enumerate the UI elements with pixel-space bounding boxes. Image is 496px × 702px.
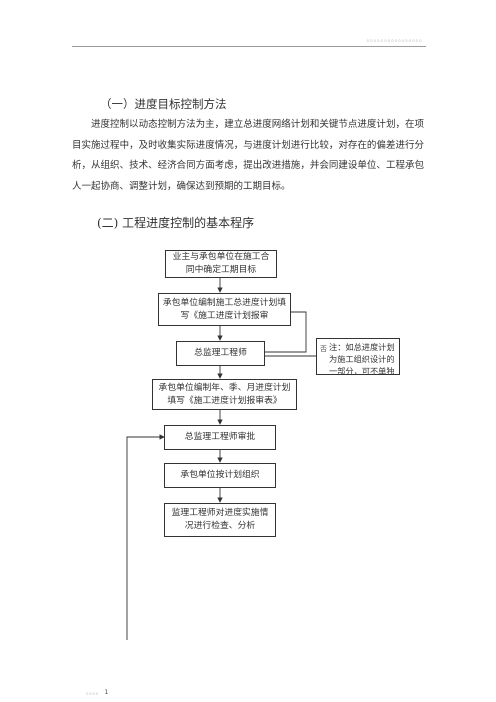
- flow-step-master-schedule: 承包单位编制施工总进度计划填写《施工进度计划报审: [158, 293, 291, 326]
- flow-step-inspection: 监理工程师对进度实施情况进行检查、分析: [164, 503, 276, 537]
- flow-step-2-label: 承包单位编制施工总进度计划填写《施工进度计划报审: [162, 297, 287, 321]
- flow-step-contract-duration: 业主与承包单位在施工合同中确定工期目标: [165, 250, 277, 278]
- section-2-heading: (二) 工程进度控制的基本程序: [97, 216, 255, 230]
- flow-step-7-label: 监理工程师对进度实施情况进行检查、分析: [171, 508, 269, 531]
- flow-note-box: 否 注：如总进度计划为施工组织设计的一部分，可不单独: [316, 338, 400, 376]
- flow-step-approval: 总监理工程师审批: [164, 425, 276, 450]
- flow-step-5-label: 总监理工程师审批: [184, 432, 256, 442]
- footer-page-number: 1: [104, 688, 109, 696]
- header-rule: [72, 46, 426, 47]
- flow-step-periodic-schedule: 承包单位编制年、季、月进度计划填写《施工进度计划报审表》: [152, 379, 297, 410]
- section-1-body: 进度控制以动态控制方法为主，建立总进度网络计划和关键节点进度计划，在项目实施过程…: [72, 119, 424, 192]
- flow-step-3-label: 总监理工程师: [194, 348, 247, 358]
- footer-prefix: 。。。。: [86, 688, 103, 696]
- header-text: 。。。。。。。。。。。。。。。。: [366, 35, 427, 43]
- flow-step-chief-engineer: 总监理工程师: [176, 341, 265, 366]
- section-1-heading: （一）进度目标控制方法: [100, 97, 227, 111]
- page-footer: 。。。。 1: [86, 686, 108, 696]
- flow-step-1-label: 业主与承包单位在施工合同中确定工期目标: [172, 252, 270, 275]
- flow-step-6-label: 承包单位按计划组织: [180, 470, 260, 480]
- reject-loop-line: [265, 311, 307, 353]
- note-reject-mark: 否: [320, 345, 327, 353]
- flow-step-organize: 承包单位按计划组织: [164, 463, 276, 488]
- feedback-loop-line: [126, 434, 165, 640]
- note-text: 注：如总进度计划为施工组织设计的一部分，可不单独: [329, 342, 395, 376]
- flow-step-4-label: 承包单位编制年、季、月进度计划填写《施工进度计划报审表》: [158, 382, 291, 406]
